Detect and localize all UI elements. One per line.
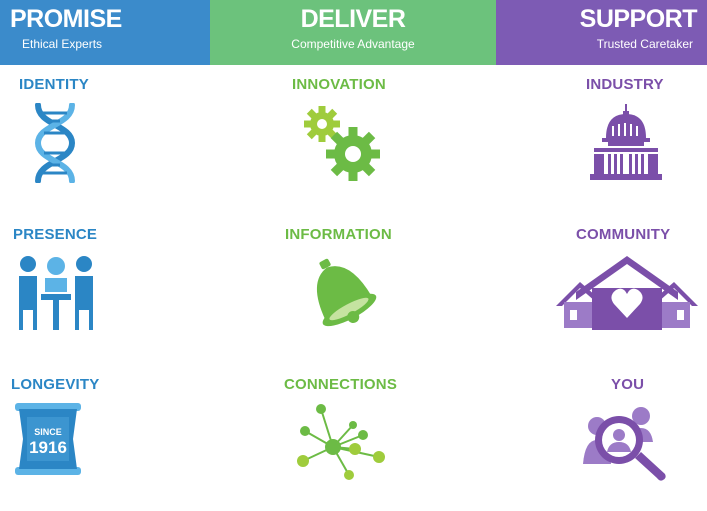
deliver-title: DELIVER [300, 5, 406, 33]
since-year-text: 1916 [29, 438, 67, 457]
promise-banner: PROMISE Ethical Experts [0, 0, 210, 65]
longevity-label: LONGEVITY [11, 376, 100, 393]
innovation-label: INNOVATION [292, 76, 386, 93]
support-subtitle: Trusted Caretaker [596, 37, 693, 51]
houses-heart-icon [556, 256, 698, 330]
deliver-banner: DELIVER Competitive Advantage [210, 0, 496, 65]
support-banner: SUPPORT Trusted Caretaker [496, 0, 707, 65]
presence-label: PRESENCE [13, 226, 98, 243]
you-label: YOU [611, 376, 645, 393]
community-label: COMMUNITY [576, 226, 671, 243]
information-label: INFORMATION [285, 226, 392, 243]
promise-title: PROMISE [10, 5, 122, 33]
bell-icon [316, 258, 377, 327]
capitol-building-icon [590, 104, 662, 180]
since-text: SINCE [34, 427, 62, 437]
network-icon [297, 404, 385, 480]
scroll-icon: SINCE 1916 [15, 403, 81, 475]
connections-label: CONNECTIONS [284, 376, 398, 393]
deliver-subtitle: Competitive Advantage [291, 37, 415, 51]
support-title: SUPPORT [579, 5, 698, 33]
industry-label: INDUSTRY [586, 76, 664, 93]
user-search-icon [583, 407, 666, 481]
dna-icon [34, 103, 76, 183]
identity-label: IDENTITY [19, 76, 89, 93]
promise-subtitle: Ethical Experts [22, 37, 103, 51]
meeting-icon [19, 256, 93, 330]
gears-icon [304, 106, 380, 181]
